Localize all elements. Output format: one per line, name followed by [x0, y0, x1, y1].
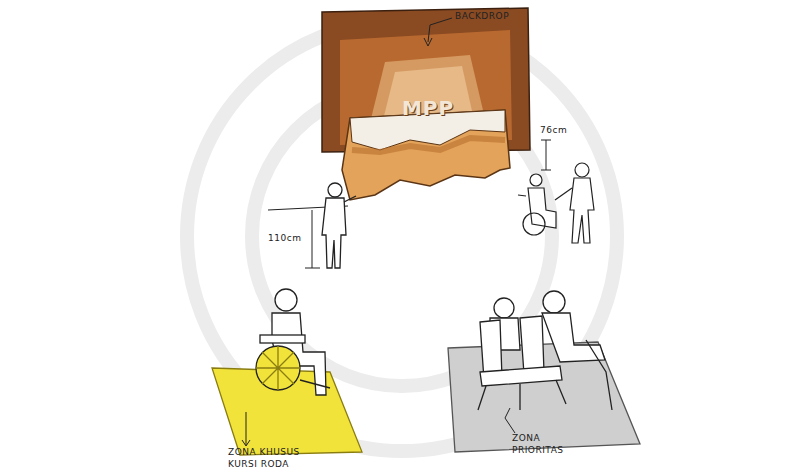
wheelchair-user-figure — [256, 289, 330, 395]
leader-arrow — [424, 38, 432, 46]
annotation-label: ZONA KHUSUS KURSI RODA — [228, 446, 310, 470]
leader-line — [505, 408, 515, 433]
service-counter — [342, 110, 510, 200]
leader-arrow — [242, 440, 250, 446]
annotation-label: 110cm — [268, 232, 318, 244]
sign-text: MPP — [402, 96, 454, 120]
annotation-label: 76cm — [540, 124, 590, 136]
person-figure — [555, 163, 594, 243]
backdrop-sign: MPP — [388, 90, 468, 126]
wheelchair-user-figure — [518, 174, 556, 235]
dimension-line — [541, 140, 551, 170]
leader-line — [246, 412, 247, 445]
person-figure — [322, 183, 356, 268]
counter-shade — [352, 138, 505, 152]
annotation-label: ZONA PRIORITAS — [512, 432, 576, 456]
priority-seating — [478, 291, 612, 410]
backdrop-frame — [322, 8, 530, 152]
annotation-label: BACKDROP — [455, 10, 545, 22]
